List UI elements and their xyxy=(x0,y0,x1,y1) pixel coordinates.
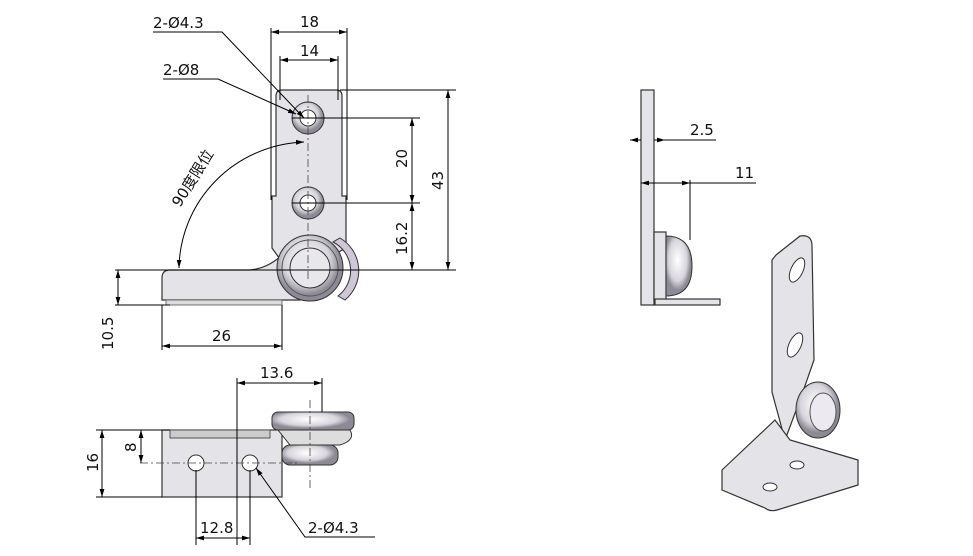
isometric-view xyxy=(721,235,859,512)
rotation-limit-note: 90度限位 xyxy=(168,146,217,210)
hole-large-label: 2-Ø8 xyxy=(163,61,199,79)
side-view: 2.5 11 xyxy=(630,89,756,306)
hole-label: 2-Ø4.3 xyxy=(308,519,359,537)
hole-pitch-dim: 20 xyxy=(393,149,411,168)
base-thickness-dim: 10.5 xyxy=(99,317,117,350)
hole-small-label: 2-Ø4.3 xyxy=(153,14,204,32)
height-total-dim: 43 xyxy=(429,171,447,190)
front-view: 2-Ø4.3 2-Ø8 18 14 20 43 16.2 10.5 26 90度… xyxy=(99,13,456,350)
depth-dim: 11 xyxy=(735,164,754,182)
bottom-view: 13.6 16 8 12.8 2-Ø4.3 xyxy=(84,364,375,545)
half-height-dim: 8 xyxy=(122,442,140,452)
offset-dim: 13.6 xyxy=(260,364,293,382)
width-inner-dim: 14 xyxy=(300,42,319,60)
hole-to-axis-dim: 16.2 xyxy=(393,222,411,255)
base-length-dim: 26 xyxy=(212,327,231,345)
width-outer-dim: 18 xyxy=(300,13,319,31)
hole-pitch-dim: 12.8 xyxy=(200,519,233,537)
plate-thickness-dim: 2.5 xyxy=(690,121,714,139)
height-dim: 16 xyxy=(84,453,102,472)
